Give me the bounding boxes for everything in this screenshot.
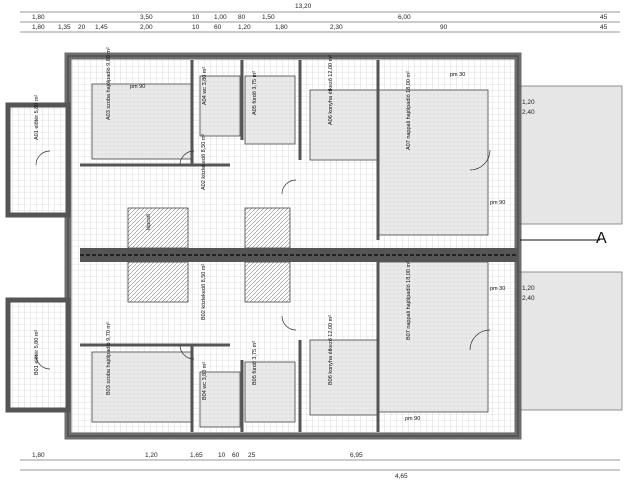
bottom-dim-r1-4: 60 [232, 452, 240, 459]
lower-terrace [514, 271, 623, 411]
room-label: B01 előtér 5,80 m² [34, 330, 40, 375]
top-dim-r1-4: 80 [238, 14, 246, 21]
room-label: A07 nappali hajólpadló 18,00 m² [406, 71, 412, 150]
upper-bedroom [91, 83, 193, 160]
upper-living-room [377, 89, 489, 236]
top-dim-r2-1: 1,35 [58, 24, 71, 31]
window-tag: pm 30 [490, 286, 505, 292]
room-label: B02 közlekedő 8,50 m² [201, 264, 207, 320]
terrace-dim-width-upper: 1,20 [522, 99, 535, 106]
bottom-dim-r1-2: 1,65 [190, 452, 203, 459]
top-dim-r2-4: 2,00 [140, 24, 153, 31]
window-tag: pm 30 [450, 72, 465, 78]
bottom-dim-r1-0: 1,80 [32, 452, 45, 459]
bottom-dim-r1-3: 10 [218, 452, 226, 459]
upper-kitchen [309, 89, 379, 161]
top-dim-r2-0: 1,80 [32, 24, 45, 31]
upper-wc [199, 75, 241, 137]
lower-stairs [127, 261, 189, 303]
bottom-dim-465: 4,65 [395, 473, 408, 480]
top-dim-r2-9: 2,30 [330, 24, 343, 31]
top-dim-r2-11: 45 [600, 24, 608, 31]
door-swings [35, 149, 491, 370]
bottom-dim-r1-6: 6,95 [350, 452, 363, 459]
lower-entry-bump [5, 297, 71, 413]
top-dim-r2-2: 20 [78, 24, 86, 31]
upper-stairs-2 [244, 207, 291, 249]
top-dim-r1-5: 1,50 [262, 14, 275, 21]
window-tag: pm 90 [405, 416, 420, 422]
top-dim-r1-6: 6,00 [398, 14, 411, 21]
room-label: B05 fürdő 3,75 m² [252, 341, 258, 385]
top-dim-r2-7: 1,20 [238, 24, 251, 31]
lower-wc [199, 371, 241, 428]
lower-bath [244, 361, 296, 423]
room-label: A05 fürdő 3,75 m² [252, 71, 258, 115]
window-tag: pm 90 [490, 200, 505, 206]
top-dim-total: 13,20 [295, 3, 312, 10]
bottom-dims-row1: 1,80 1,20 1,65 10 60 25 6,95 [32, 452, 363, 459]
interior-walls [80, 60, 380, 432]
upper-entry-bump [5, 102, 71, 218]
top-dims-row2: 1,80 1,35 20 1,45 2,00 10 60 1,20 1,80 2,30 90 45 [32, 24, 608, 31]
room-label: A06 konyha étkező 12,00 m² [328, 55, 334, 125]
top-dim-r1-2: 10 [192, 14, 200, 21]
upper-stairs [127, 207, 189, 249]
top-dim-r2-6: 60 [214, 24, 222, 31]
top-dim-r2-5: 10 [192, 24, 200, 31]
room-label: B06 konyha étkező 12,00 m² [328, 315, 334, 385]
upper-terrace [514, 85, 623, 225]
top-dim-r1-1: 3,50 [140, 14, 153, 21]
top-dim-r1-0: 1,80 [32, 14, 45, 21]
lower-kitchen [309, 339, 379, 416]
top-dims-row1: 1,80 3,50 10 1,00 80 1,50 6,00 45 [32, 14, 608, 21]
terrace-dim-height-upper: 2,40 [522, 109, 535, 116]
top-dim-r2-3: 1,45 [95, 24, 108, 31]
terrace-dim-height-lower: 2,40 [522, 295, 535, 302]
top-dim-r1-7: 45 [600, 14, 608, 21]
room-label: lépcső [146, 214, 152, 230]
section-marker: A [596, 230, 607, 247]
room-label: A04 wc 3,80 m² [202, 67, 208, 105]
terrace-dim-width-lower: 1,20 [522, 285, 535, 292]
room-label: B04 wc 3,80 m² [202, 362, 208, 400]
room-label: B07 nappali hajólpadló 18,00 m² [406, 261, 412, 340]
bottom-dim-r1-5: 25 [248, 452, 256, 459]
top-dim-r1-3: 1,00 [214, 14, 227, 21]
top-dimension-lines [20, 11, 620, 33]
top-dim-r2-8: 1,80 [275, 24, 288, 31]
upper-bath [244, 75, 296, 145]
lower-living-room [377, 261, 489, 413]
outer-wall [64, 52, 522, 440]
room-label: A01 előtér 5,80 m² [34, 95, 40, 140]
bottom-dimension-lines [20, 459, 620, 471]
room-label: B03 szoba hajólpadló 9,70 m² [106, 322, 112, 395]
bottom-dim-r1-1: 1,20 [145, 452, 158, 459]
lower-stairs-2 [244, 261, 291, 303]
room-labels: A03 szoba hajólpadló 9,80 m² A04 wc 3,80 … [34, 47, 412, 400]
lower-bedroom [91, 351, 193, 423]
window-tag: pm 90 [130, 84, 145, 90]
top-dim-r2-10: 90 [440, 24, 448, 31]
room-label: A02 közlekedő 8,50 m² [201, 134, 207, 190]
room-label: A03 szoba hajólpadló 9,80 m² [106, 47, 112, 120]
